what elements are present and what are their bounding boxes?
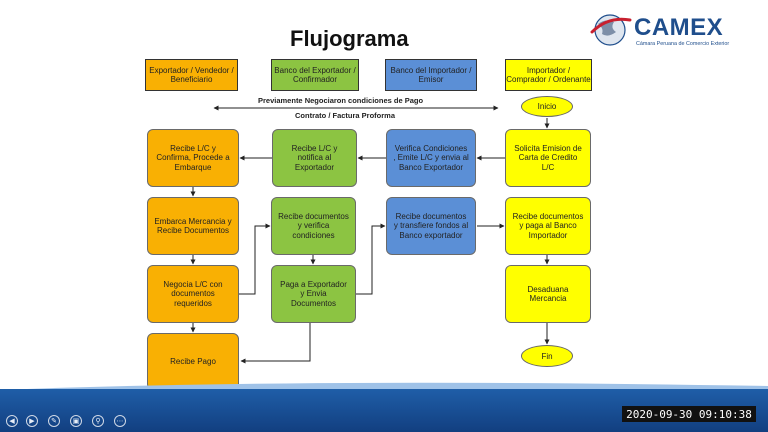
end-node: Fin [521, 345, 573, 367]
camex-logo: CAMEX Cámara Peruana de Comercio Exterio… [590, 12, 760, 48]
next-icon[interactable]: ▶ [26, 415, 38, 427]
step-negocia: Negocia L/C con documentos requeridos [147, 265, 239, 323]
header-banco-exportador: Banco del Exportador / Confirmador [271, 59, 359, 91]
logo-subtitle: Cámara Peruana de Comercio Exterior [636, 41, 730, 47]
window-icon[interactable]: ▣ [70, 415, 82, 427]
pen-icon[interactable]: ✎ [48, 415, 60, 427]
header-exportador: Exportador / Vendedor / Beneficiario [145, 59, 238, 91]
step-recibe-transfiere: Recibe documentos y transfiere fondos al… [386, 197, 476, 255]
step-verifica: Verifica Condiciones , Emite L/C y envia… [386, 129, 476, 187]
header-importador: Importador / Comprador / Ordenante [505, 59, 592, 91]
step-solicita: Solicita Emision de Carta de Credito L/C [505, 129, 591, 187]
page-title: Flujograma [290, 26, 409, 51]
step-recibe-paga: Recibe documentos y paga al Banco Import… [505, 197, 591, 255]
logo-wordmark: CAMEX [634, 14, 724, 41]
recording-timestamp: 2020-09-30 09:10:38 [622, 406, 756, 422]
globe-icon [590, 14, 632, 46]
step-recibe-verifica: Recibe documentos y verifica condiciones [271, 197, 356, 255]
prev-icon[interactable]: ◀ [6, 415, 18, 427]
step-recibe-pago: Recibe Pago [147, 333, 239, 390]
note-previamente: Previamente Negociaron condiciones de Pa… [258, 96, 424, 105]
step-recibe-notifica: Recibe L/C y notifica al Exportador [272, 129, 357, 187]
header-banco-importador: Banco del Importador / Emisor [385, 59, 477, 91]
step-embarca: Embarca Mercancia y Recibe Documentos [147, 197, 239, 255]
step-recibe-confirma: Recibe L/C y Confirma, Procede a Embarqu… [147, 129, 239, 187]
note-contrato: Contrato / Factura Proforma [295, 111, 396, 120]
more-icon[interactable]: ⋯ [114, 415, 126, 427]
step-paga-exportador: Paga a Exportador y Envia Documentos [271, 265, 356, 323]
zoom-icon[interactable]: ⚲ [92, 415, 104, 427]
step-desaduana: Desaduana Mercancia [505, 265, 591, 323]
start-node: Inicio [521, 96, 573, 117]
